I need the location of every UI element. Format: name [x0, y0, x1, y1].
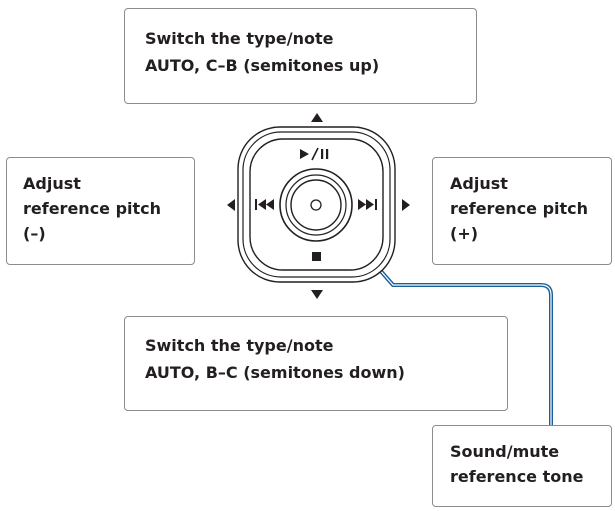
- callout-right-line-1: Adjust: [450, 174, 508, 193]
- center-circle-icon: [310, 199, 322, 211]
- play-pause-icon: [300, 147, 329, 161]
- previous-icon: [255, 199, 274, 210]
- leader-line-core: [329, 212, 552, 425]
- arrow-down-icon: [311, 290, 323, 299]
- controller-mid-ring: [242, 131, 391, 278]
- arrow-left-icon: [227, 199, 235, 211]
- callout-left-line-1: Adjust: [23, 174, 81, 193]
- callout-up-line-2: AUTO, C–B (semitones up): [145, 56, 380, 75]
- callout-center-line-2: reference tone: [450, 467, 584, 486]
- callout-center: Sound/mute reference tone: [432, 425, 612, 507]
- center-button-mid: [285, 174, 347, 236]
- callout-down: Switch the type/note AUTO, B–C (semitone…: [124, 316, 508, 411]
- callout-left-line-3: (–): [23, 224, 46, 243]
- callout-right: Adjust reference pitch (+): [432, 157, 612, 265]
- next-icon: [358, 199, 377, 210]
- callout-right-line-3: (+): [450, 224, 479, 243]
- callout-up-line-1: Switch the type/note: [145, 29, 334, 48]
- arrow-right-icon: [402, 199, 410, 211]
- callout-down-line-1: Switch the type/note: [145, 336, 334, 355]
- center-button-inner: [290, 179, 342, 231]
- callout-left: Adjust reference pitch (–): [6, 157, 195, 265]
- callout-up: Switch the type/note AUTO, C–B (semitone…: [124, 8, 477, 104]
- callout-right-line-2: reference pitch: [450, 199, 589, 218]
- callout-down-line-2: AUTO, B–C (semitones down): [145, 363, 405, 382]
- callout-left-line-2: reference pitch: [23, 199, 162, 218]
- callout-center-line-1: Sound/mute: [450, 442, 560, 461]
- stop-icon: [312, 252, 321, 261]
- arrow-up-icon: [311, 113, 323, 122]
